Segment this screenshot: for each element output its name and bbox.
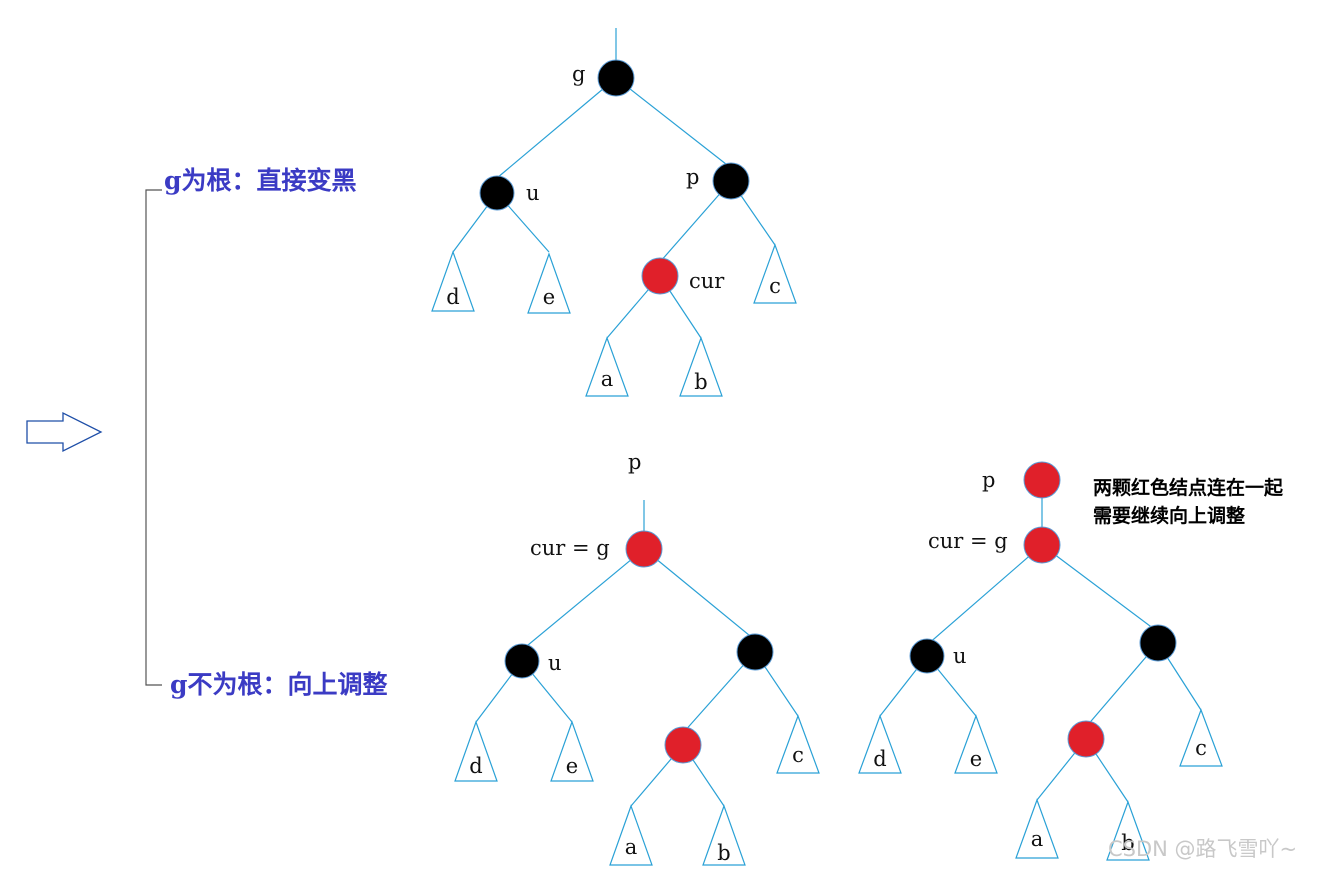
node-uncle-black: [1139, 624, 1177, 662]
subtree-c-triangle: [776, 714, 820, 774]
node-cur-g-red: [1023, 526, 1061, 564]
node-child-red: [1067, 720, 1105, 758]
node-p-black: [736, 633, 774, 671]
label-u: u: [548, 651, 562, 675]
subtree-b-triangle: [679, 336, 723, 397]
branch-non-root-case: g不为根：向上调整: [170, 670, 387, 699]
subtree-label-b: b: [1121, 831, 1134, 855]
case-bracket: [145, 189, 162, 686]
branch-root-case: g为根：直接变黑: [164, 166, 356, 195]
subtree-a-triangle: [1015, 798, 1059, 859]
subtree-label-b: b: [717, 841, 730, 865]
label-g: g: [572, 62, 585, 86]
label-p: p: [628, 450, 641, 474]
subtree-e-triangle: [550, 720, 594, 782]
label-p: p: [982, 468, 995, 492]
subtree-d-triangle: [431, 250, 475, 312]
node-cur-red: [641, 257, 679, 295]
node-g-black: [597, 59, 635, 97]
bottom-left-tree: p cur = g u d e c a b: [454, 450, 820, 866]
label-cur-g: cur = g: [928, 529, 1008, 553]
right-hollow-arrow-icon: [26, 411, 103, 453]
subtree-label-e: e: [970, 747, 982, 771]
node-cur-g-red: [625, 530, 663, 568]
node-u-black: [504, 643, 540, 679]
subtree-b-triangle: [1106, 800, 1150, 861]
label-p: p: [686, 165, 699, 189]
subtree-label-a: a: [625, 835, 638, 859]
subtree-e-triangle: [527, 252, 571, 314]
watermark: CSDN @路飞雪吖~: [1108, 837, 1297, 861]
node-u-black: [909, 638, 945, 674]
subtree-b-triangle: [702, 804, 746, 866]
node-child-red: [664, 726, 702, 764]
subtree-label-e: e: [543, 285, 555, 309]
label-u: u: [953, 644, 967, 668]
note-line-2: 需要继续向上调整: [1093, 504, 1245, 527]
node-u-black: [479, 175, 515, 211]
subtree-a-triangle: [609, 804, 653, 866]
label-cur-g: cur = g: [530, 536, 610, 560]
top-tree: g u p cur d e c a b: [431, 28, 797, 397]
subtree-label-b: b: [694, 370, 707, 394]
bottom-right-tree: p cur = g u d e c a b 两颗红色结点连在一起 需要继续向上调…: [858, 461, 1284, 861]
note-line-1: 两颗红色结点连在一起: [1093, 476, 1284, 499]
node-p-red: [1023, 461, 1061, 499]
subtree-label-a: a: [601, 367, 614, 391]
subtree-d-triangle: [858, 714, 902, 774]
subtree-label-d: d: [873, 747, 886, 771]
subtree-c-triangle: [1179, 708, 1223, 767]
subtree-label-e: e: [566, 754, 578, 778]
subtree-label-a: a: [1031, 827, 1044, 851]
label-u: u: [526, 181, 540, 205]
subtree-label-c: c: [792, 743, 804, 767]
subtree-label-d: d: [446, 285, 459, 309]
subtree-a-triangle: [585, 336, 629, 397]
label-cur: cur: [689, 269, 725, 293]
subtree-e-triangle: [954, 714, 998, 774]
subtree-d-triangle: [454, 720, 498, 782]
subtree-label-c: c: [769, 274, 781, 298]
node-p-black: [712, 162, 750, 200]
subtree-label-c: c: [1195, 736, 1207, 760]
subtree-label-d: d: [469, 754, 482, 778]
subtree-c-triangle: [753, 243, 797, 304]
